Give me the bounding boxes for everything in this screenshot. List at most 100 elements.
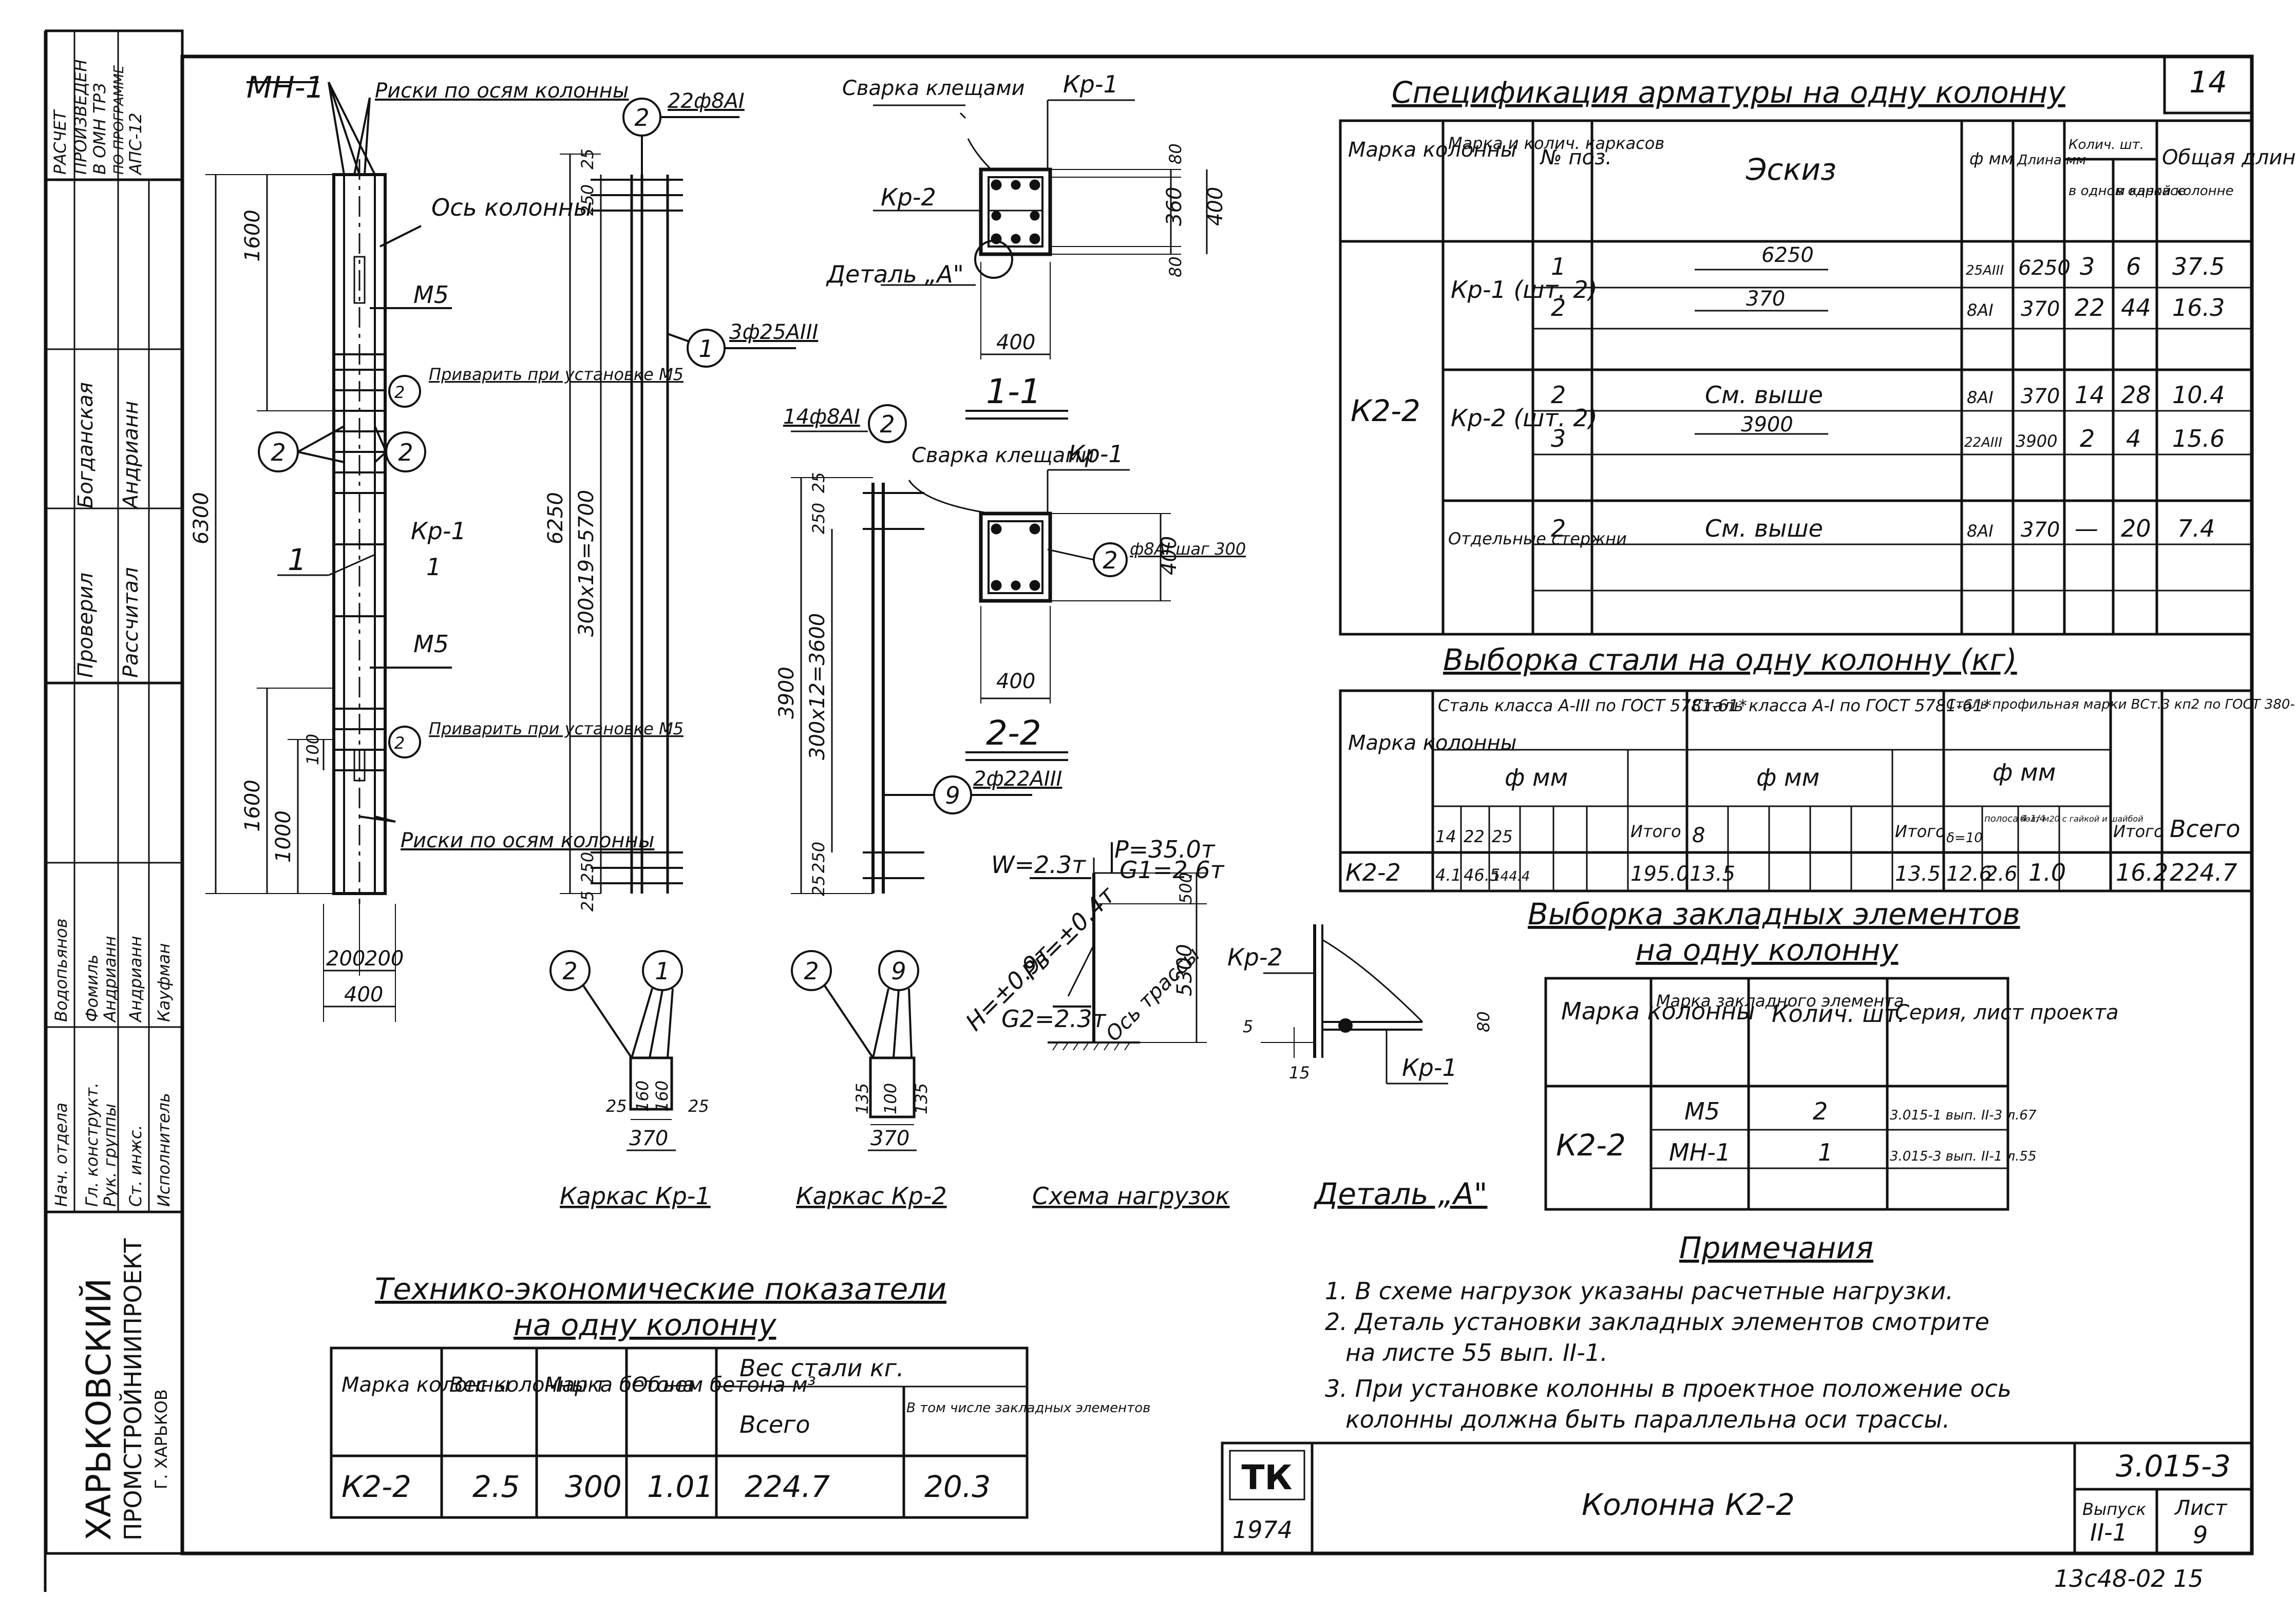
spec-r1-len: 370 <box>2021 297 2060 321</box>
note-2: на листе 55 вып. II-1. <box>1345 1339 1608 1367</box>
steel-title: Выборка стали на одну колонну (кг) <box>1443 642 2017 677</box>
caption-detail-a: Деталь „А" <box>1313 1176 1487 1211</box>
sidebar-name-1: Фомиль <box>82 955 102 1022</box>
calc-note-0: РАСЧЕТ <box>50 109 70 175</box>
kr1-d160a: 160 <box>633 1080 652 1112</box>
steel-h-prof: Сталь профильная марки ВСт.3 кп2 по ГОСТ… <box>1946 697 2296 712</box>
steel-h-grand: Всего <box>2170 815 2240 843</box>
pos1-circle-long: 1 <box>698 335 713 363</box>
s11-d400: 400 <box>1204 187 1227 226</box>
spec-r1-sketch: 370 <box>1746 287 1785 311</box>
steel-h-a3: Сталь класса А-III по ГОСТ 5781-61* <box>1438 696 1747 715</box>
tk-logo-box <box>1229 1450 1305 1501</box>
calc-note-4: АПС-12 <box>126 112 145 176</box>
steel-h-phi-prof: ф мм <box>1993 758 2056 786</box>
spec-group-0-frame: Кр-1 (шт. 2) <box>1451 276 1598 303</box>
notes-title: Примечания <box>1679 1230 1873 1265</box>
spec-h-dia: ф мм <box>1969 149 2014 168</box>
column-view <box>205 81 452 1022</box>
emb-h-3: Серия, лист проекта <box>1895 1001 2119 1024</box>
dim-25-bot: 25 <box>578 890 597 912</box>
kr1-d25b: 25 <box>688 1096 709 1116</box>
steel-row-grand: 224.7 <box>2170 859 2237 886</box>
steel-row-a3-total: 195.0 <box>1630 862 1690 886</box>
spec-r4-dia: 8AI <box>1967 521 1994 541</box>
kr2-d250b: 250 <box>809 842 828 873</box>
embedded-table: Выборка закладных элементов на одну коло… <box>1528 897 2119 1211</box>
tech-h-0: Марка колонны <box>341 1373 510 1397</box>
spec-r4-sketch: См. выше <box>1705 515 1823 542</box>
detail-a-d5: 5 <box>1243 1017 1253 1036</box>
s22-w400: 400 <box>996 670 1035 693</box>
steel-row-prof-0: 12.6 <box>1946 862 1992 886</box>
spec-group-1-frame: Кр-2 (шт. 2) <box>1451 404 1598 432</box>
steel-row-mark: К2-2 <box>1345 859 1401 886</box>
sidebar-name-prover: Богданская <box>74 382 98 508</box>
s22-pos-circle-b: 2 <box>1103 546 1117 574</box>
embedded-title2: на одну колонну <box>1636 933 1899 967</box>
frame-kr1-long-labels: 2 22ф8AI 1 3ф25AIII 6250 300x19=5700 25 … <box>544 89 818 912</box>
steel-row-a3-0: 4.1 <box>1435 865 1462 885</box>
kr1-d160b: 160 <box>652 1080 672 1112</box>
kr2-d3900: 3900 <box>775 667 799 719</box>
detail-a-d80: 80 <box>1474 1011 1493 1032</box>
tb-issue: II-1 <box>2090 1519 2128 1546</box>
kr2-cross-pos2: 2 <box>804 957 819 985</box>
steel-table: Выборка стали на одну колонну (кг) <box>1339 642 2296 893</box>
spec-table: Спецификация арматуры на одну колонну <box>1339 75 2296 636</box>
spec-h-qty-col: в одной колонне <box>2116 183 2234 199</box>
tech-h-6: В том числе закладных элементов <box>906 1400 1151 1416</box>
tech-h-5: Всего <box>739 1411 810 1438</box>
s22-d400: 400 <box>1158 536 1181 575</box>
spec-r4-pos: 2 <box>1551 515 1566 542</box>
section-1-marker: 1 <box>288 542 307 577</box>
s22-pitch-label: ф8AI шаг 300 <box>1130 539 1246 559</box>
emb-r1-el: МН-1 <box>1669 1138 1731 1166</box>
org-city: Г. ХАРЬКОВ <box>151 1389 171 1489</box>
steel-row-a3-1: 46.5 <box>1464 865 1500 885</box>
sidebar-name-rasschital: Андрианн <box>119 401 143 510</box>
section-2-2 <box>791 404 1171 761</box>
sidebar-role-3: Ст. инжс. <box>126 1125 145 1207</box>
sidebar-role-rasschital: Рассчитал <box>119 567 143 678</box>
kr1-num-label: 1 <box>426 553 441 581</box>
s11-title: 1-1 <box>986 372 1041 411</box>
tb-issue-label: Выпуск <box>2082 1500 2147 1519</box>
note-4: колонны должна быть параллельна оси трас… <box>1345 1406 1950 1433</box>
kr2-d300x12: 300x12=3600 <box>806 613 829 760</box>
detail-a <box>1261 924 1448 1085</box>
kr2-d100: 100 <box>881 1083 900 1114</box>
dim-250-top: 250 <box>578 184 597 216</box>
spec-r3-q2: 4 <box>2126 425 2141 452</box>
spec-r3-dia: 22AIII <box>1964 435 2002 450</box>
spec-h-total: Общая длина м <box>2162 146 2296 169</box>
kr1-cross-pos2: 2 <box>562 957 577 985</box>
emb-mark: К2-2 <box>1556 1128 1626 1163</box>
tb-year: 1974 <box>1232 1516 1293 1544</box>
dim-200b: 200 <box>365 947 404 971</box>
detail-a-kr2: Кр-2 <box>1227 943 1283 971</box>
kr2-cross-labels: 2 9 135 100 135 370 Каркас Кр-2 <box>796 957 947 1210</box>
kr2-d25b: 25 <box>809 875 828 896</box>
steel-row-prof-1: 2.6 <box>1985 862 2018 886</box>
steel-row-a1-0: 13.5 <box>1690 862 1735 886</box>
top-sheet-number: 14 <box>2189 65 2227 100</box>
s11-d80b: 80 <box>1166 256 1185 277</box>
calc-note-3: ПО ПРОГРАММЕ <box>111 65 127 175</box>
steel-h-phi-a3: ф мм <box>1505 764 1568 791</box>
spec-r2-q1: 14 <box>2075 381 2105 409</box>
kr2-d25a: 25 <box>809 472 828 493</box>
s11-kr2-label: Кр-2 <box>881 183 936 211</box>
spec-r0-total: 37.5 <box>2172 253 2225 280</box>
steel-row-prof-total: 16.2 <box>2116 859 2168 886</box>
detail-a-d15: 15 <box>1289 1063 1310 1083</box>
emb-r1-ref: 3.015-3 вып. II-1 л.55 <box>1890 1149 2037 1164</box>
load-scheme <box>1030 842 1207 1051</box>
bar-22-label: 22ф8AI <box>668 89 745 113</box>
sidebar-role-4: Исполнитель <box>154 1093 174 1207</box>
dim-200a: 200 <box>326 947 365 971</box>
spec-r3-total: 15.6 <box>2172 425 2225 452</box>
tech-table: Технико-экономические показатели на одну… <box>330 1272 1151 1519</box>
kr2-d135b: 135 <box>912 1083 931 1114</box>
